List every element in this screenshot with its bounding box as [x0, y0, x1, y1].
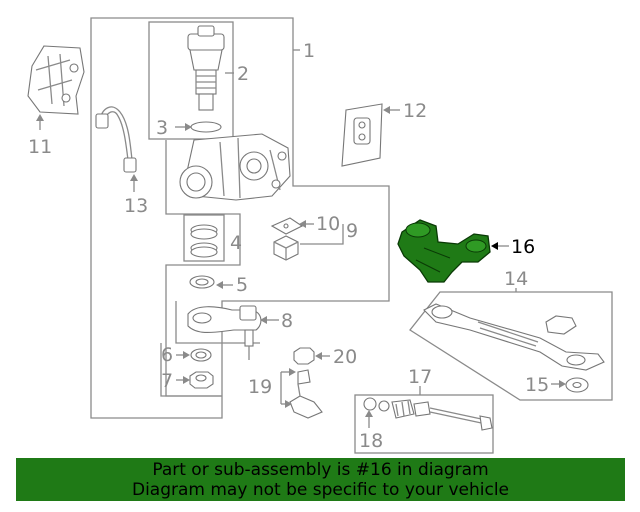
pitman-arm-part-8 [187, 305, 262, 360]
callout-15: 15 [525, 374, 549, 396]
seal-kit-part-4 [190, 224, 218, 258]
idler-arm-part-16 [397, 219, 491, 283]
stud-part-19 [289, 369, 323, 419]
insulator-part-9 [273, 235, 299, 261]
wire-harness-part-13 [95, 106, 137, 173]
insulator-part-10 [270, 217, 304, 235]
callout-1: 1 [303, 40, 315, 62]
callout-9: 9 [346, 220, 358, 242]
callout-2: 2 [237, 63, 249, 85]
washer-part-5 [189, 275, 215, 289]
callout-3: 3 [156, 117, 168, 139]
callout-16: 16 [511, 236, 535, 258]
callout-11: 11 [28, 136, 52, 158]
nut-part-7 [189, 371, 214, 389]
banner-part-notice: Part or sub-assembly is #16 in diagram [152, 460, 489, 480]
nut-part-6 [190, 348, 212, 362]
callout-10: 10 [316, 213, 340, 235]
callout-7: 7 [161, 370, 173, 392]
bracket-part-11 [27, 45, 85, 115]
callout-18: 18 [359, 430, 383, 452]
callout-14: 14 [504, 268, 528, 290]
tie-rod-part-17 [363, 397, 493, 431]
callout-8: 8 [281, 310, 293, 332]
parts-diagram: 1 2 3 4 5 6 7 8 9 10 11 12 13 14 15 16 1… [27, 17, 613, 454]
callout-4: 4 [230, 232, 242, 254]
seal-frame [183, 214, 225, 262]
relay-rod-part-14 [423, 303, 605, 371]
relay-rod-frame [409, 291, 613, 401]
callout-labels: 1 2 3 4 5 6 7 8 9 10 11 12 13 14 15 16 1… [28, 40, 549, 452]
plate-part-12 [341, 103, 383, 167]
callout-17: 17 [408, 366, 432, 388]
callout-19: 19 [248, 376, 272, 398]
gear-housing [179, 133, 291, 201]
nut-frame [160, 343, 222, 397]
banner-disclaimer: Diagram may not be specific to your vehi… [131, 480, 509, 500]
callout-13: 13 [124, 195, 148, 217]
callout-5: 5 [236, 274, 248, 296]
pitman-frame [175, 301, 260, 344]
callout-6: 6 [161, 344, 173, 366]
bushing-part-15 [565, 377, 589, 393]
callout-12: 12 [403, 100, 427, 122]
info-banner: Part or sub-assembly is #16 in diagram D… [16, 458, 625, 501]
leader-lines [36, 49, 566, 428]
valve-part-2 [187, 25, 225, 111]
assembly-frame-1 [90, 17, 390, 419]
callout-20: 20 [333, 346, 357, 368]
nut-part-20 [293, 347, 315, 365]
o-ring-part-3 [190, 121, 222, 133]
assembly-frame-2 [148, 21, 234, 140]
tie-rod-frame [354, 394, 494, 454]
